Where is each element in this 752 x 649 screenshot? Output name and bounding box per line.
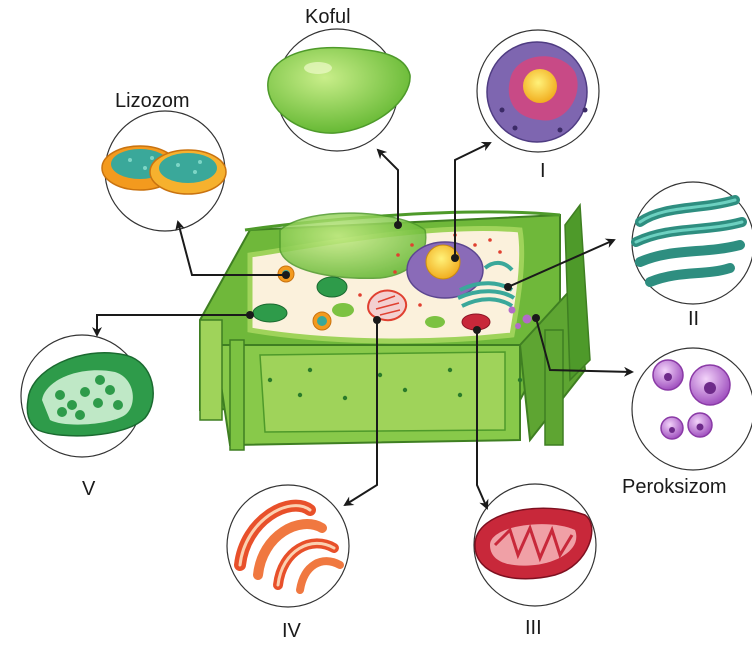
nucleus-in-cell — [407, 242, 483, 298]
label-iv: IV — [282, 620, 301, 643]
label-peroksizom: Peroksizom — [622, 476, 726, 499]
label-lizozom: Lizozom — [115, 90, 189, 113]
vacuole-in-cell — [280, 213, 426, 278]
label-koful: Koful — [305, 6, 351, 29]
er-in-cell — [368, 291, 406, 321]
label-v: V — [82, 478, 95, 501]
peroksizom-callout-circle — [632, 348, 752, 470]
label-iii: III — [525, 617, 542, 640]
label-i: I — [540, 160, 546, 183]
nucleus-icon — [487, 42, 588, 142]
label-ii: II — [688, 308, 699, 331]
lysosome-icon — [102, 146, 226, 194]
